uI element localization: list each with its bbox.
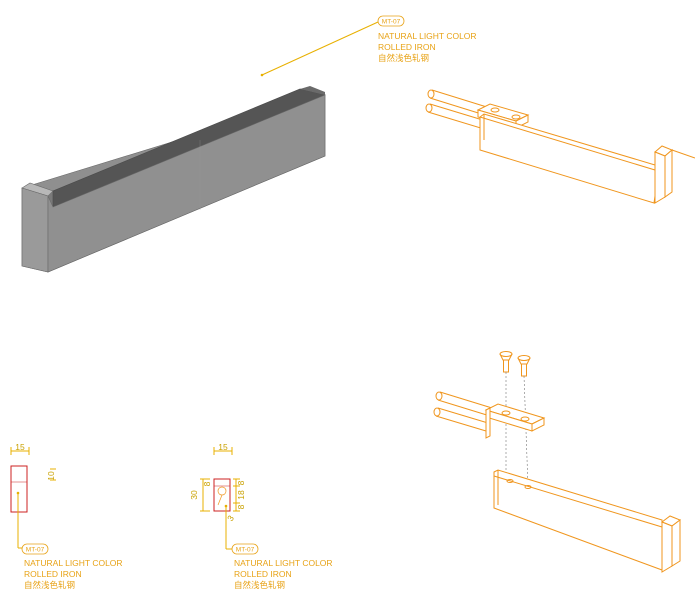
dimension-inner-middle: 8 — [202, 481, 212, 486]
material-name: NATURAL LIGHT COLOR — [234, 558, 333, 568]
material-type: ROLLED IRON — [24, 569, 82, 579]
material-tag-badge — [377, 15, 405, 27]
material-name-cn: 自然浅色轧钢 — [378, 53, 429, 63]
dimension-inner-bottom: 8 — [236, 504, 246, 509]
material-tag: MT-07 — [236, 547, 255, 554]
callout-middle: MT-07 NATURAL LIGHT COLOR ROLLED IRON 自然… — [231, 543, 333, 589]
dimension-small-middle: 3 — [225, 513, 236, 523]
dimension-height-middle: 30 — [189, 490, 199, 500]
material-name: NATURAL LIGHT COLOR — [24, 558, 123, 568]
material-name-cn: 自然浅色轧钢 — [234, 580, 285, 589]
callout-left: MT-07 NATURAL LIGHT COLOR ROLLED IRON 自然… — [21, 543, 123, 589]
dimension-inner-center: 18 — [236, 490, 246, 500]
screw-right — [517, 355, 531, 377]
section-profile-left: 15 10 — [10, 442, 56, 549]
material-tag: MT-07 — [382, 19, 401, 26]
dimension-width-middle: 15 — [218, 442, 228, 452]
material-tag-badge — [231, 543, 259, 555]
material-type: ROLLED IRON — [378, 42, 436, 52]
dimension-inner-top: 8 — [236, 480, 246, 485]
wireframe-assembled-bracket — [425, 89, 695, 204]
material-type: ROLLED IRON — [234, 569, 292, 579]
callout-top: MT-07 NATURAL LIGHT COLOR ROLLED IRON 自然… — [260, 15, 477, 77]
material-name: NATURAL LIGHT COLOR — [378, 31, 477, 41]
material-name-cn: 自然浅色轧钢 — [24, 580, 75, 589]
solid-bracket-render — [21, 86, 326, 273]
section-profile-middle: 15 30 8 8 18 8 3 — [189, 442, 246, 550]
material-tag: MT-07 — [26, 547, 45, 554]
screw-left — [499, 351, 513, 373]
dimension-width-left: 15 — [15, 442, 25, 452]
profile-outline-left — [10, 465, 28, 513]
dimension-side-left: 10 — [46, 471, 56, 481]
material-tag-badge — [21, 543, 49, 555]
wireframe-exploded-bracket — [433, 351, 682, 573]
